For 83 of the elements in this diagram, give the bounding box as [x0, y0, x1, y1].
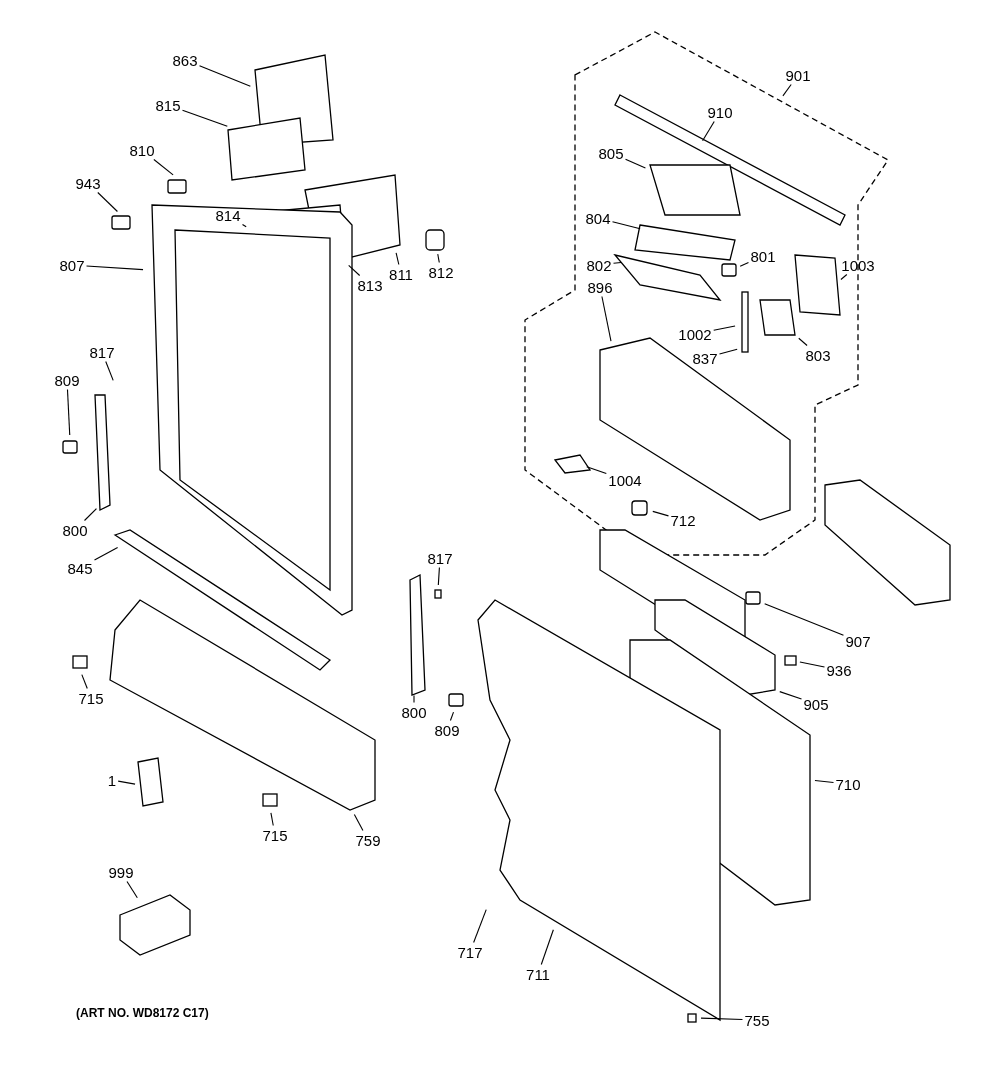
- callout-number: 905: [803, 696, 829, 712]
- leader-line: [413, 694, 415, 704]
- callout-number: 711: [526, 966, 550, 982]
- leader-line: [181, 109, 228, 127]
- leader-line: [198, 65, 251, 87]
- callout-number: 1002: [678, 326, 712, 342]
- leader-line: [601, 295, 612, 342]
- leader-line: [702, 120, 715, 142]
- callout-number: 910: [707, 104, 733, 120]
- callout-number: 1004: [608, 472, 642, 488]
- callout-number: 804: [585, 210, 611, 226]
- leader-line: [612, 261, 622, 264]
- callout-number: 801: [750, 248, 776, 264]
- callout-number: 805: [598, 145, 624, 161]
- callout-number: 812: [428, 264, 454, 280]
- leader-line: [270, 812, 274, 827]
- callout-number: 845: [67, 560, 93, 576]
- callout-number: 907: [845, 633, 871, 649]
- leader-line: [611, 221, 641, 230]
- callout-number: 814: [215, 207, 241, 223]
- leader-line: [85, 265, 144, 271]
- leader-line: [241, 223, 247, 228]
- callout-number: 717: [457, 944, 483, 960]
- callout-number: 813: [357, 277, 383, 293]
- leader-line: [353, 813, 364, 832]
- callout-number: 710: [835, 776, 861, 792]
- callout-number: 1003: [841, 257, 875, 273]
- leader-line: [473, 909, 487, 944]
- leader-line: [739, 261, 750, 267]
- leader-line: [105, 360, 114, 381]
- callout-number: 800: [401, 704, 427, 720]
- leader-line: [586, 466, 607, 475]
- callout-number: 802: [586, 257, 612, 273]
- callout-number: 759: [355, 832, 381, 848]
- leader-line: [93, 546, 119, 561]
- leader-line: [437, 253, 440, 264]
- leader-line: [798, 337, 808, 347]
- callout-number: 810: [129, 142, 155, 158]
- leader-line: [718, 348, 738, 355]
- leader-line: [764, 603, 845, 636]
- callout-number: 901: [785, 67, 811, 83]
- leader-line: [437, 566, 440, 586]
- callout-number: 999: [108, 864, 134, 880]
- callout-number: 800: [62, 522, 88, 538]
- callout-number: 936: [826, 662, 852, 678]
- leader-line: [126, 880, 138, 899]
- leader-line: [449, 711, 455, 722]
- callout-number: 807: [59, 257, 85, 273]
- callout-number: 755: [744, 1012, 770, 1028]
- leader-line: [395, 252, 400, 266]
- leader-line: [713, 325, 736, 331]
- callout-number: 811: [389, 266, 413, 282]
- callout-number: 817: [89, 344, 115, 360]
- leader-line: [97, 191, 118, 213]
- leader-line: [66, 388, 71, 436]
- leader-line: [83, 508, 97, 522]
- callout-number: 715: [262, 827, 288, 843]
- callout-number: 815: [155, 97, 181, 113]
- caption: (ART NO. WD8172 C17): [76, 1006, 209, 1020]
- callout-number: 803: [805, 347, 831, 363]
- leader-line: [153, 158, 174, 176]
- leader-line: [779, 691, 803, 700]
- callout-number: 817: [427, 550, 453, 566]
- leader-line: [540, 929, 554, 966]
- callout-number: 943: [75, 175, 101, 191]
- callout-number: 809: [54, 372, 80, 388]
- callout-number: 1: [107, 772, 117, 788]
- callout-number: 712: [670, 512, 696, 528]
- leader-line: [117, 780, 136, 785]
- callout-number: 863: [172, 52, 198, 68]
- callout-number: 715: [78, 690, 104, 706]
- leader-line: [652, 510, 670, 517]
- leader-line: [81, 674, 88, 690]
- callout-number: 896: [587, 279, 613, 295]
- leader-line: [782, 83, 792, 97]
- leader-line: [700, 1017, 744, 1021]
- leader-line: [814, 779, 835, 783]
- callout-number: 837: [692, 350, 718, 366]
- leader-line: [799, 661, 826, 668]
- leader-line: [840, 273, 848, 281]
- callout-number: 809: [434, 722, 460, 738]
- leader-line: [348, 264, 361, 277]
- leader-line: [624, 158, 646, 169]
